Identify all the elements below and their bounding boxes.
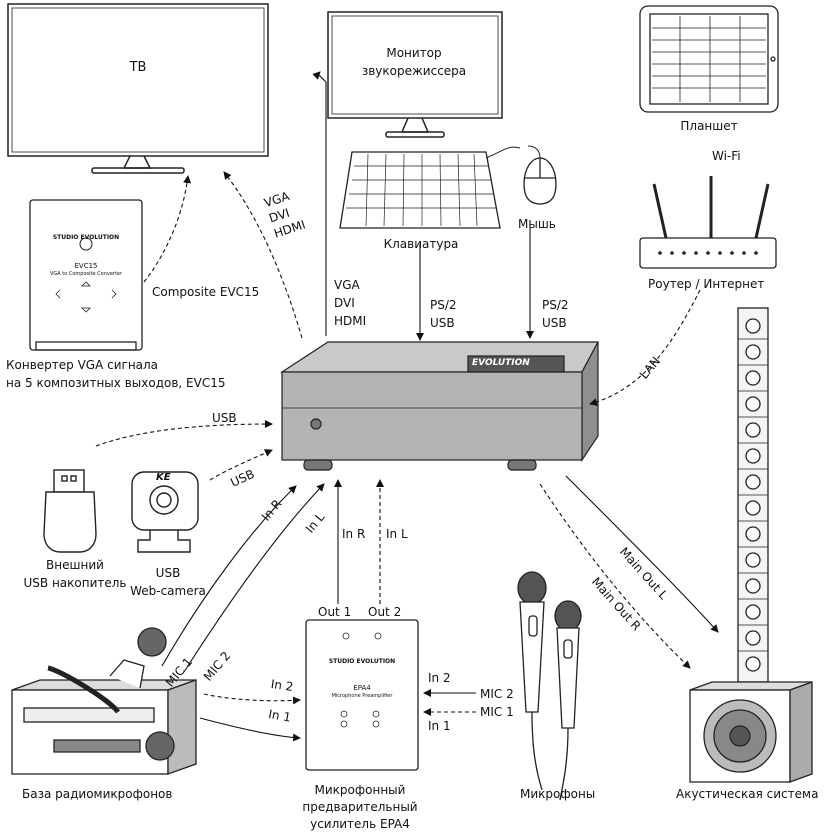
tablet-label: Планшет: [680, 119, 738, 133]
epa4-model: EPA4: [353, 684, 371, 692]
keyboard-icon: [339, 146, 521, 229]
mics-label: Микрофоны: [520, 787, 596, 801]
usb-drive-icon: [43, 469, 97, 553]
usb-drive-label: Внешний USB накопитель: [23, 558, 127, 590]
arrow-usbdrive-to-unit: [95, 420, 273, 447]
arrow-radio-inr-to-unit: [161, 485, 297, 667]
tablet-icon: [639, 5, 779, 113]
epa4-brand: STUDIO EVOLUTION: [328, 658, 396, 665]
webcam-icon: [131, 471, 199, 553]
webcam-brand: KE: [156, 472, 171, 483]
microphones-icon: [517, 571, 582, 801]
label-in1-right: In 1: [428, 719, 451, 733]
preamp-epa4-icon: [305, 619, 419, 771]
webcam-label: USB Web-camera: [130, 566, 206, 598]
label-out1: Out 1: [318, 605, 352, 619]
label-ps2-usb-keyboard: PS/2 USB: [430, 298, 457, 330]
label-in-l-center: In L: [386, 527, 408, 541]
label-mic2-right: MIC 2: [480, 687, 514, 701]
radio-mic-base-icon: [11, 627, 197, 775]
arrow-unit-to-monitor: [312, 71, 327, 336]
tv-icon: [7, 3, 269, 174]
evc15-model: EVC15: [74, 262, 98, 270]
mouse-label: Мышь: [518, 217, 556, 231]
mouse-icon: [523, 145, 557, 205]
label-mic1-right: MIC 1: [480, 705, 514, 719]
wifi-label: Wi-Fi: [712, 149, 741, 163]
converter-label: Конвертер VGA сигнала на 5 композитных в…: [6, 358, 226, 390]
label-in2-left: In 2: [269, 676, 295, 694]
label-vga-dvi-hdmi-monitor: VGA DVI HDMI: [334, 278, 367, 328]
arrow-converter-to-tv: [143, 175, 192, 283]
arrow-unit-to-tv: [223, 171, 303, 339]
label-composite: Composite EVC15: [152, 285, 260, 299]
radio-base-label: База радиомикрофонов: [22, 787, 173, 801]
label-usb-drive: USB: [212, 411, 237, 425]
speaker-label: Акустическая система: [676, 787, 819, 801]
router-label: Роутер / Интернет: [648, 277, 765, 291]
evc15-subtitle: VGA to Composite Converter: [49, 271, 123, 277]
arrow-unit-mainoutr-to-speaker: [539, 483, 691, 669]
connection-arrows: [95, 71, 719, 742]
keyboard-label: Клавиатура: [383, 237, 459, 251]
arrow-radio-inl-to-unit: [183, 483, 325, 673]
evolution-logo: EVOLUTION: [472, 358, 530, 368]
monitor-icon: [327, 11, 503, 138]
arrow-radio-mic2-to-preamp: [203, 693, 301, 705]
tv-label: ТВ: [129, 60, 147, 75]
arrow-router-to-unit: [589, 289, 701, 406]
epa4-subtitle: Microphone Preamplifier: [331, 693, 393, 699]
router-icon: [639, 176, 777, 269]
label-out2: Out 2: [368, 605, 402, 619]
arrow-unit-mainoutl-to-speaker: [565, 475, 719, 633]
label-ps2-usb-mouse: PS/2 USB: [542, 298, 569, 330]
converter-evc15-icon: [29, 199, 143, 351]
arrow-radio-mic1-to-preamp: [199, 717, 301, 742]
evc15-brand: STUDIO EVOLUTION: [52, 234, 120, 241]
studio-evolution-unit-icon: [279, 341, 599, 471]
acoustic-system-icon: [689, 307, 813, 783]
label-in2-right: In 2: [428, 671, 451, 685]
monitor-label: Монитор звукорежиссера: [361, 46, 467, 78]
preamp-label: Микрофонный предварительный усилитель EP…: [302, 783, 418, 831]
label-in-r-center: In R: [342, 527, 366, 541]
